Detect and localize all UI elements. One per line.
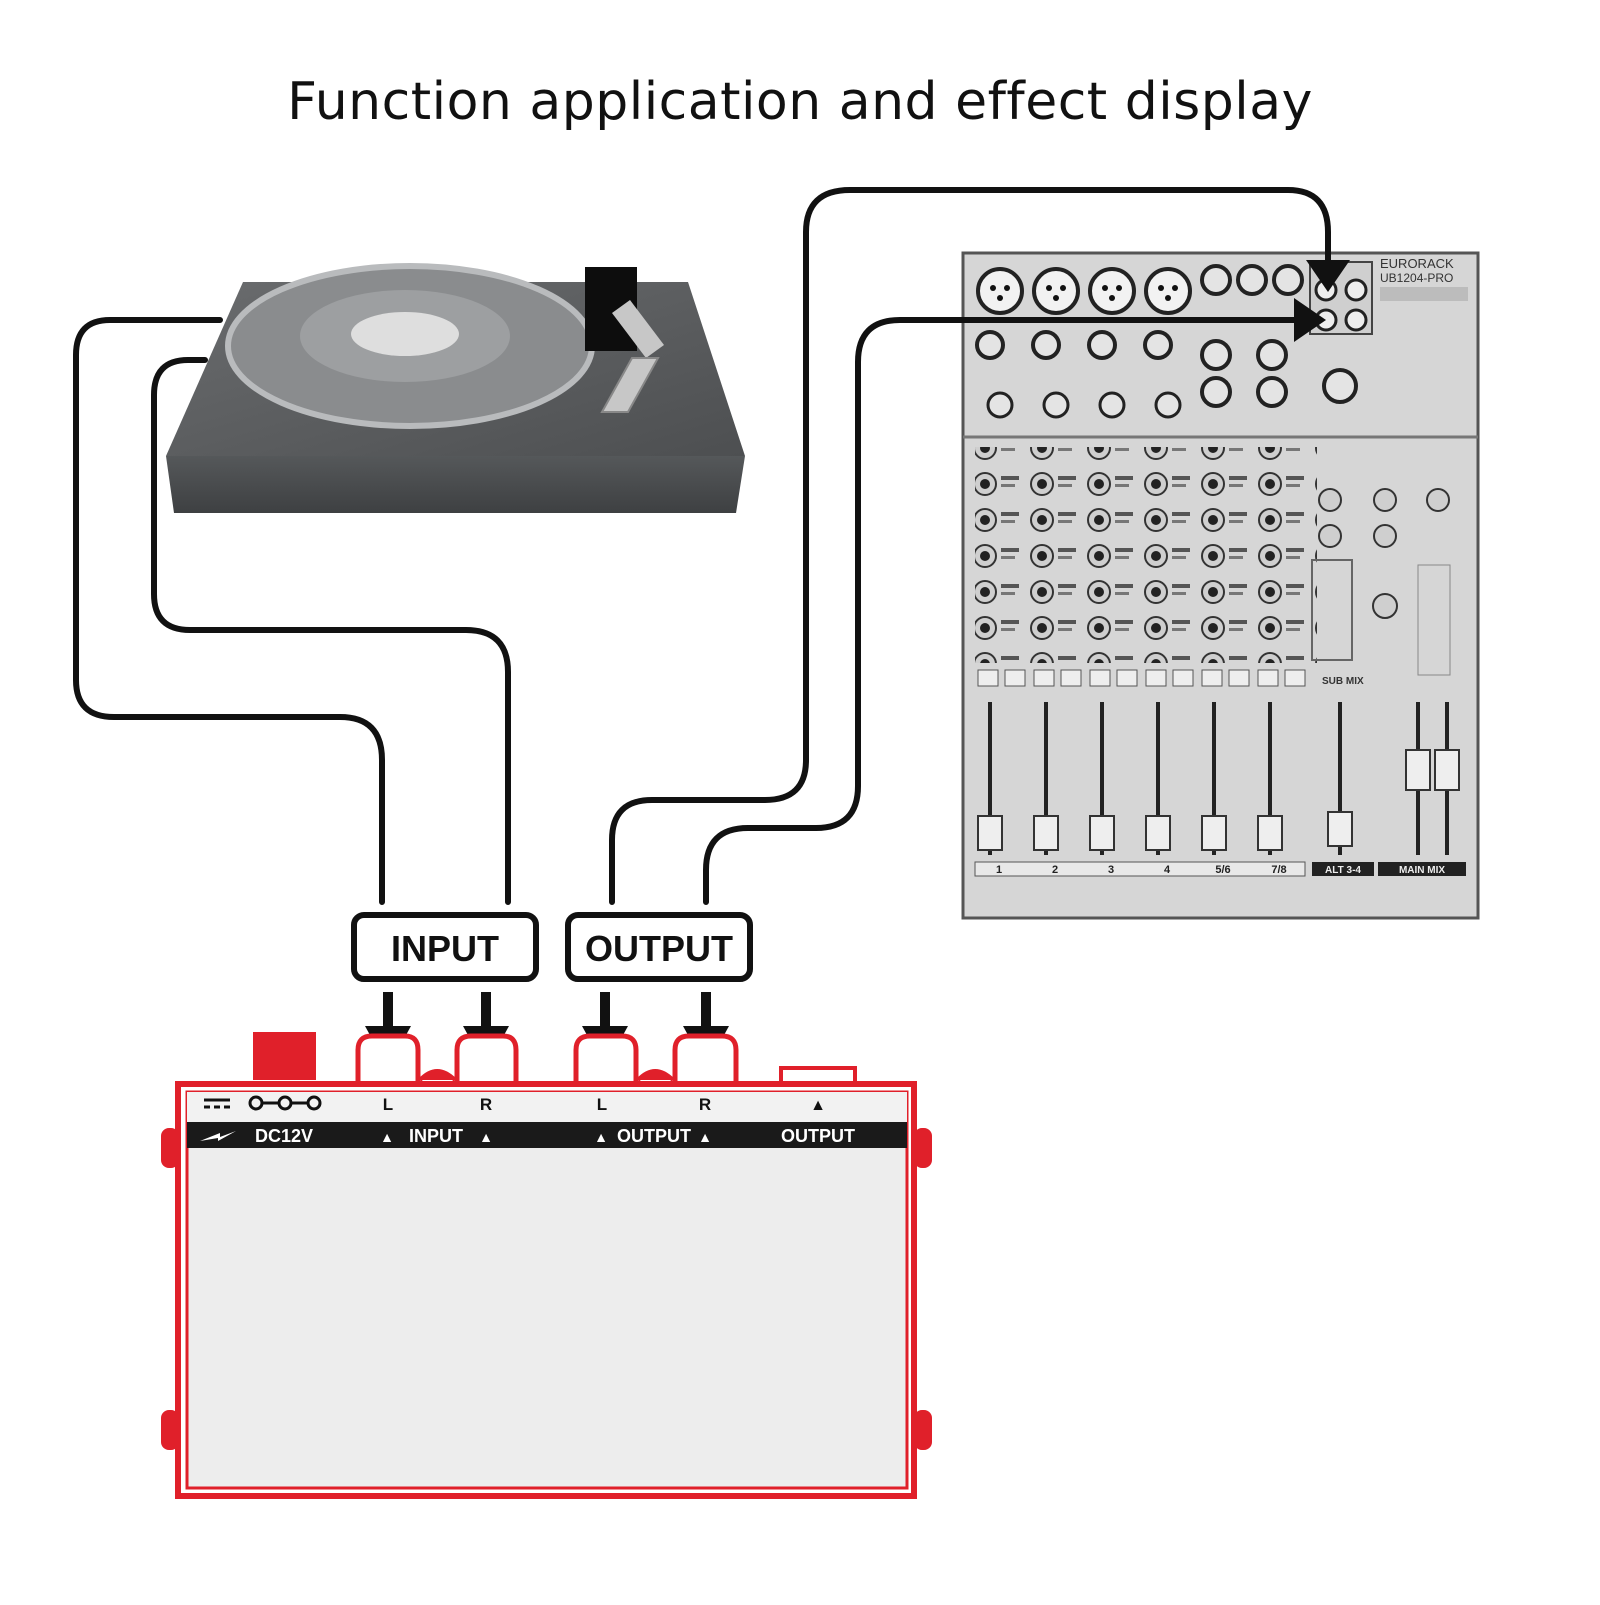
output-r-jack: [672, 1033, 739, 1082]
alt-label: ALT 3-4: [1325, 865, 1361, 876]
channel-number: 3: [1108, 864, 1114, 876]
power-bolt-icon: [200, 1131, 236, 1141]
mixer-channel-buttons: [977, 669, 1306, 687]
strip-arrow: ▲: [479, 1129, 493, 1145]
input-r-jack: [454, 1033, 519, 1082]
record-label: [351, 312, 459, 356]
input-callout: INPUT: [351, 912, 539, 982]
device-label-strip: [187, 1122, 907, 1148]
mixer-brand: EURORACK: [1380, 256, 1454, 271]
output-l-jack: [573, 1033, 639, 1082]
strip-arrow: ▲: [380, 1129, 394, 1145]
arrow-down-icon: [1306, 260, 1350, 292]
tonearm: [612, 300, 664, 358]
mixer: EURORACK UB1204-PRO: [961, 251, 1480, 920]
cable-output-left: [609, 187, 1331, 905]
main-mix-label: MAIN MIX: [1399, 865, 1445, 876]
preamp-device: L R L R ▲ DC12V ▲ INPUT ▲ ▲ OUTPUT ▲ OUT…: [161, 1032, 932, 1499]
cable-turntable-left: [73, 317, 385, 905]
cables: [73, 187, 1331, 905]
output-callout: OUTPUT: [565, 912, 753, 982]
input-l-label: L: [383, 1095, 393, 1114]
channel-number: 2: [1052, 864, 1058, 876]
mixer-line-jacks: [975, 264, 1358, 419]
channel-number: 1: [996, 864, 1002, 876]
channel-number: 7/8: [1271, 864, 1286, 876]
mixer-faders: [977, 702, 1460, 855]
output-l-label: L: [597, 1095, 607, 1114]
dc-symbol-icon: [204, 1098, 230, 1109]
strip-arrow: ▲: [698, 1129, 712, 1145]
mixer-bottom-labels: 1 2 3 4 5/6 7/8 ALT 3-4 MAIN MIX: [974, 861, 1466, 877]
output-up-arrow: ▲: [810, 1097, 826, 1114]
page-title: Function application and effect display: [287, 72, 1313, 132]
input-strip-label: INPUT: [409, 1126, 463, 1146]
input-callout-label: INPUT: [391, 928, 499, 969]
input-l-jack: [355, 1033, 421, 1082]
turntable: [166, 263, 745, 513]
output-strip-label: OUTPUT: [617, 1126, 691, 1146]
input-r-label: R: [480, 1095, 492, 1114]
mixer-sub-mix-label: SUB MIX: [1322, 676, 1364, 687]
cable-turntable-right: [151, 357, 511, 905]
strip-arrow: ▲: [594, 1129, 608, 1145]
dc-power-jack: [253, 1032, 316, 1080]
turntable-front: [166, 456, 745, 513]
output-callout-label: OUTPUT: [585, 928, 733, 969]
channel-number: 4: [1164, 864, 1171, 876]
mixer-right-controls: [1311, 488, 1451, 676]
cable-arrowheads: [1294, 260, 1350, 342]
mixer-xlr-inputs: [976, 267, 1192, 315]
channel-number: 5/6: [1215, 864, 1230, 876]
mixer-model: UB1204-PRO: [1380, 271, 1453, 285]
tonearm-headshell: [600, 357, 660, 413]
output-r-label: R: [699, 1095, 711, 1114]
cable-output-right: [703, 317, 1303, 905]
arrow-right-icon: [1294, 298, 1326, 342]
polarity-icon: [248, 1095, 322, 1111]
output-mono-strip-label: OUTPUT: [781, 1126, 855, 1146]
dc12v-label: DC12V: [255, 1126, 313, 1146]
mixer-knob-matrix: [975, 447, 1317, 663]
